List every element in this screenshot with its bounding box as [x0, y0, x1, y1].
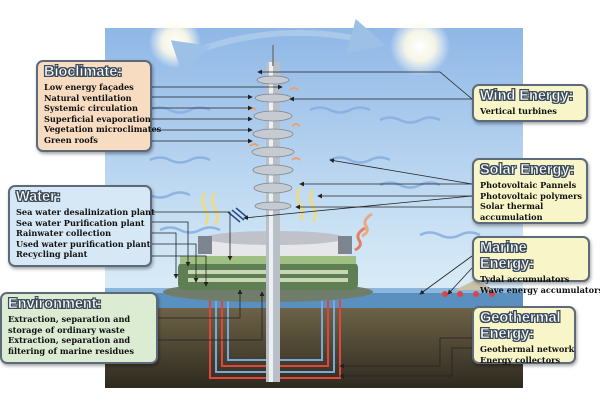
- solar-energy-panel: Solar Energy: Photovoltaic Pannels Photo…: [472, 158, 588, 224]
- environment-title: Environment:: [8, 296, 102, 313]
- geothermal-energy-panel: Geothermal Energy: Geothermal network En…: [472, 306, 576, 365]
- wave-energy-buoys-icon: [442, 280, 495, 297]
- marine-energy-title: Marine Energy:: [480, 240, 535, 273]
- list-item: Vegetation microclimates: [44, 124, 162, 135]
- connector-lines: [150, 69, 473, 379]
- list-item: Wave energy accumulators: [480, 284, 600, 295]
- solar-energy-title: Solar Energy:: [480, 162, 575, 179]
- wind-energy-title: Wind Energy:: [480, 88, 574, 105]
- list-item: Superficial evaporation: [44, 113, 151, 124]
- list-item: Low energy façades: [44, 82, 134, 92]
- sun-right-icon: [390, 16, 450, 76]
- list-item: Solar thermal accumulation: [480, 201, 544, 222]
- central-tower: [266, 45, 280, 382]
- marine-energy-list: Tydal accumulators Wave energy accumulat…: [480, 274, 600, 295]
- sun-left-icon: [149, 16, 201, 68]
- geothermal-energy-list: Geothermal network Energy collectors: [480, 344, 575, 365]
- list-item: Used water purification plant: [16, 238, 151, 249]
- list-item: Green roofs: [44, 134, 98, 145]
- list-item: Geothermal network: [480, 344, 575, 354]
- list-item: Systemic circulation: [44, 103, 138, 114]
- list-item: Rainwater collection: [16, 228, 112, 239]
- list-item: Extraction, separation and filtering of …: [8, 335, 134, 356]
- wind-energy-panel: Wind Energy: Vertical turbines: [472, 84, 588, 122]
- environment-list: Extraction, separation and storage of or…: [8, 314, 150, 356]
- list-item: Sea water desalinization plant: [16, 207, 155, 217]
- wind-flow-lines: [129, 106, 481, 239]
- list-item: Natural ventilation: [44, 92, 132, 103]
- list-item: Photovoltaic polymers: [480, 190, 583, 201]
- list-item: Tydal accumulators: [480, 274, 570, 284]
- list-item: Recycling plant: [16, 249, 88, 260]
- solar-energy-list: Photovoltaic Pannels Photovoltaic polyme…: [480, 180, 583, 222]
- air-circulation-arrow-icon: [170, 18, 386, 75]
- list-item: Energy collectors: [480, 354, 561, 365]
- marine-energy-panel: Marine Energy: Tydal accumulators Wave e…: [472, 236, 600, 295]
- water-list: Sea water desalinization plant Sea water…: [16, 207, 155, 260]
- tower-rings: [251, 75, 295, 211]
- environment-panel: Environment: Extraction, separation and …: [0, 292, 158, 364]
- list-item: Extraction, separation and storage of or…: [8, 314, 131, 335]
- tower-heat-accents: [247, 87, 301, 161]
- list-item: Vertical turbines: [480, 106, 557, 116]
- list-item: Photovoltaic Pannels: [480, 180, 577, 190]
- geothermal-energy-title: Geothermal Energy:: [480, 310, 561, 343]
- bioclimate-panel: Bioclimate: Low energy façades Natural v…: [36, 60, 162, 152]
- heat-waves: [201, 187, 373, 252]
- water-title: Water:: [16, 189, 61, 206]
- list-item: Sea water Purification plant: [16, 217, 145, 228]
- wind-energy-list: Vertical turbines: [480, 106, 580, 117]
- water-panel: Water: Sea water desalinization plant Se…: [8, 185, 155, 267]
- bioclimate-list: Low energy façades Natural ventilation S…: [44, 82, 162, 146]
- bioclimate-title: Bioclimate:: [44, 64, 123, 81]
